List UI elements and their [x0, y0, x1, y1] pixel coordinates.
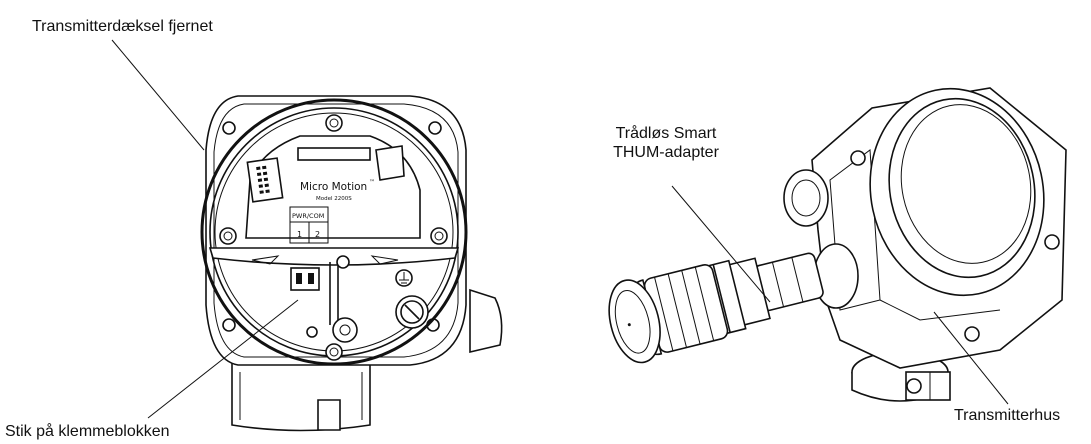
terminal-header: PWR/COM	[292, 212, 324, 220]
brand-marking: Micro Motion	[300, 181, 367, 193]
leader-transmitter-housing	[933, 311, 1009, 405]
terminal-1-label: 1	[297, 230, 302, 239]
trademark-marking: ™	[369, 179, 375, 186]
leader-thum-adapter	[671, 185, 771, 303]
label-thum-adapter: Trådløs Smart THUM-adapter	[596, 124, 736, 162]
label-thum-adapter-line2: THUM-adapter	[613, 144, 719, 161]
transmitter-front-view: Micro Motion ™ Model 2200S PWR/COM 1 2	[200, 95, 503, 432]
terminal-2-label: 2	[315, 230, 320, 239]
label-transmitter-housing: Transmitterhus	[954, 407, 1061, 424]
model-marking: Model 2200S	[316, 196, 352, 202]
label-cover-removed: Transmitterdæksel fjernet	[32, 18, 213, 35]
transmitter-side-view	[608, 87, 1067, 402]
leader-cover-removed	[111, 39, 205, 151]
label-terminal-plug: Stik på klemmeblokken	[5, 423, 170, 440]
leader-terminal-plug	[147, 299, 299, 419]
label-thum-adapter-line1: Trådløs Smart	[615, 125, 717, 142]
